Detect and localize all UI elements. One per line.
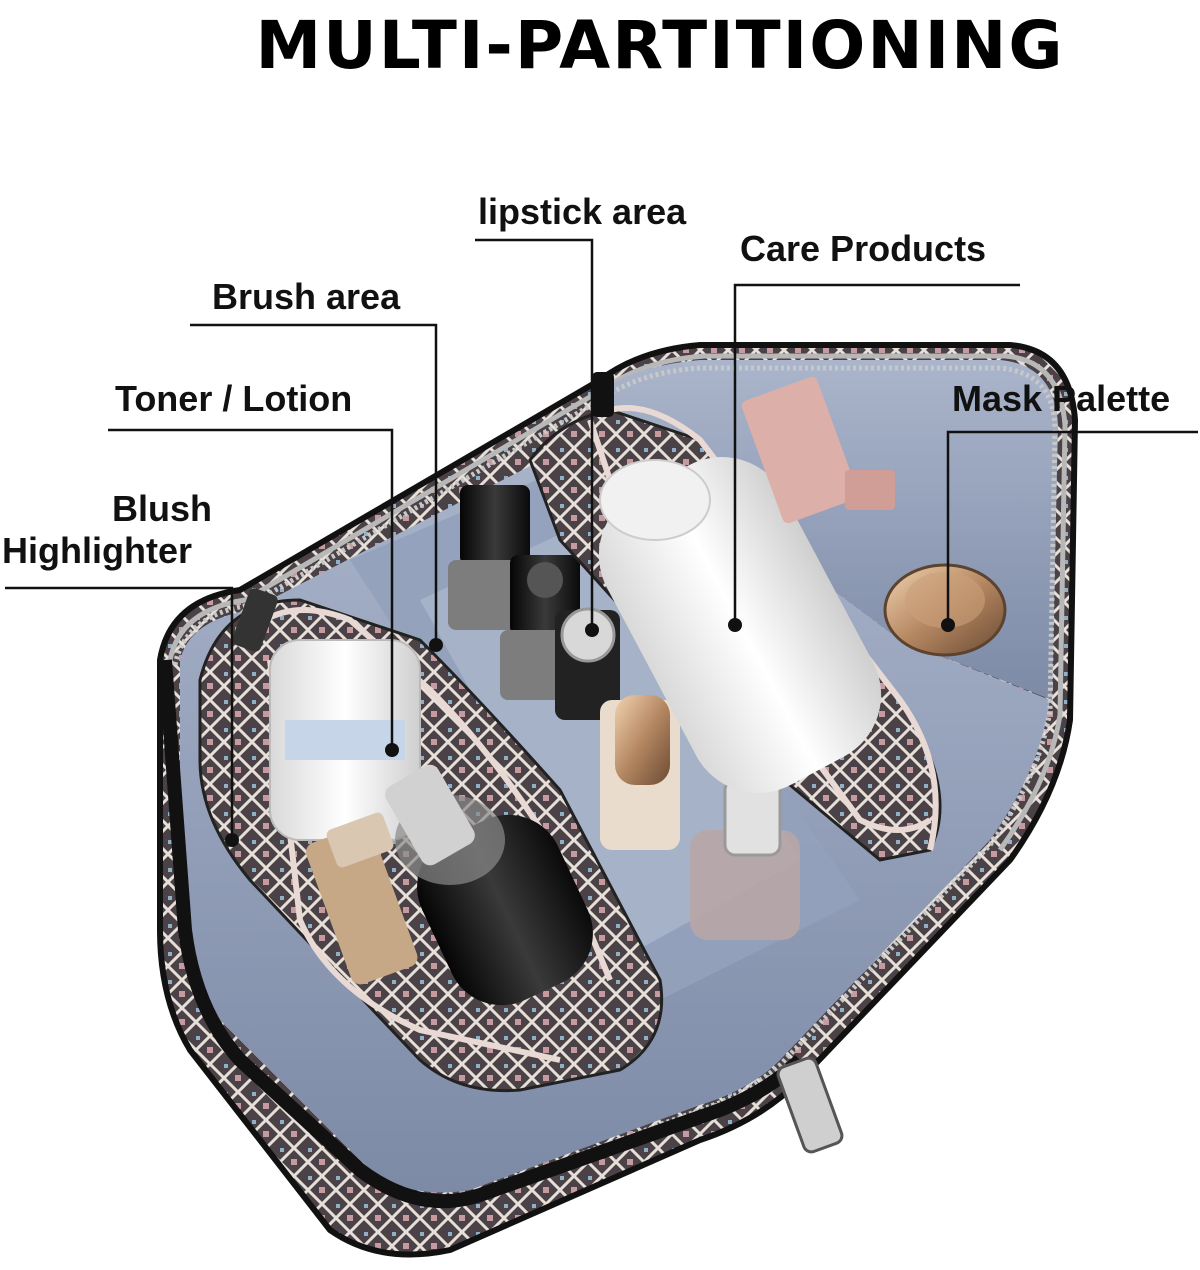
foundation-bottle bbox=[600, 695, 680, 850]
label-lipstick-area: lipstick area bbox=[478, 191, 687, 232]
pink-compact bbox=[741, 376, 895, 524]
callout-brush bbox=[190, 323, 438, 645]
callout-dot bbox=[429, 638, 443, 652]
callout-dot bbox=[385, 743, 399, 757]
zipper-pull bbox=[592, 372, 614, 417]
callout-blush bbox=[5, 586, 234, 840]
label-mask-palette: Mask Palette bbox=[952, 378, 1171, 419]
lipstick-silver bbox=[555, 607, 620, 720]
bag-rim bbox=[158, 659, 805, 1209]
callout-dot bbox=[941, 618, 955, 632]
label-blush: Blush bbox=[111, 488, 212, 529]
perfume-bottle bbox=[690, 778, 800, 940]
inner-zipper bbox=[172, 365, 1058, 1198]
callout-care bbox=[733, 283, 1020, 625]
callout-lipstick bbox=[475, 238, 594, 630]
label-highlighter: Highlighter bbox=[2, 530, 192, 571]
lipstick-tube bbox=[305, 812, 418, 985]
label-toner-lotion: Toner / Lotion bbox=[115, 378, 353, 419]
callout-dot bbox=[585, 623, 599, 637]
mask-palette bbox=[883, 563, 1007, 657]
label-brush-area: Brush area bbox=[212, 276, 401, 317]
label-care-products: Care Products bbox=[740, 228, 987, 269]
page-title: MULTI-PARTITIONING bbox=[255, 7, 1065, 84]
zipper-pull bbox=[232, 588, 278, 652]
zipper-pull bbox=[776, 1056, 844, 1154]
callout-dot bbox=[728, 618, 742, 632]
toner-bottle bbox=[269, 639, 421, 841]
callout-dot bbox=[225, 833, 239, 847]
callout-toner bbox=[108, 428, 394, 750]
callout-mask bbox=[946, 430, 1198, 625]
black-cosmetic-jar bbox=[385, 764, 593, 1006]
